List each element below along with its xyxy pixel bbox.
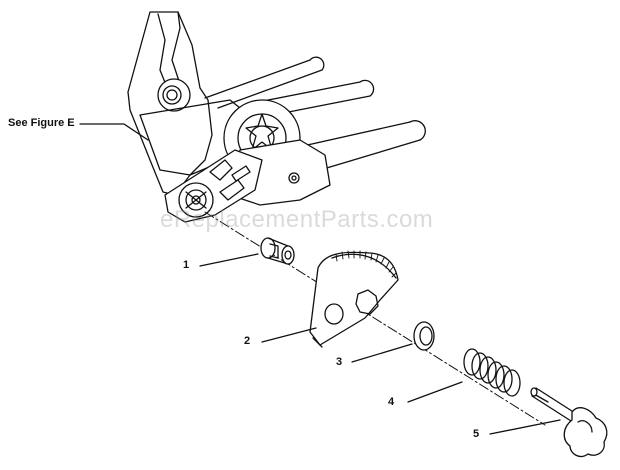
- leader-2: [261, 327, 317, 343]
- leader-figure-ref: [79, 123, 149, 141]
- callout-1: 1: [183, 259, 190, 271]
- assembly-axis: [204, 211, 546, 426]
- part-5-knob: [530, 387, 608, 458]
- leader-4: [407, 381, 463, 403]
- leader-5: [489, 419, 561, 435]
- callout-2: 2: [244, 335, 251, 347]
- figure-reference-label: See Figure E: [8, 117, 75, 129]
- part-2-indicator-plate: [309, 250, 399, 348]
- watermark: eReplacementParts.com: [160, 206, 434, 233]
- part-4-spring: [463, 348, 521, 397]
- handle-frame-assembly: [127, 11, 426, 223]
- callout-3: 3: [336, 356, 343, 368]
- part-3-washer: [413, 321, 435, 351]
- callout-5: 5: [473, 428, 480, 440]
- callout-4: 4: [388, 396, 395, 408]
- leader-3: [351, 343, 413, 363]
- part-1-bushing: [260, 237, 295, 265]
- leader-1: [199, 253, 259, 267]
